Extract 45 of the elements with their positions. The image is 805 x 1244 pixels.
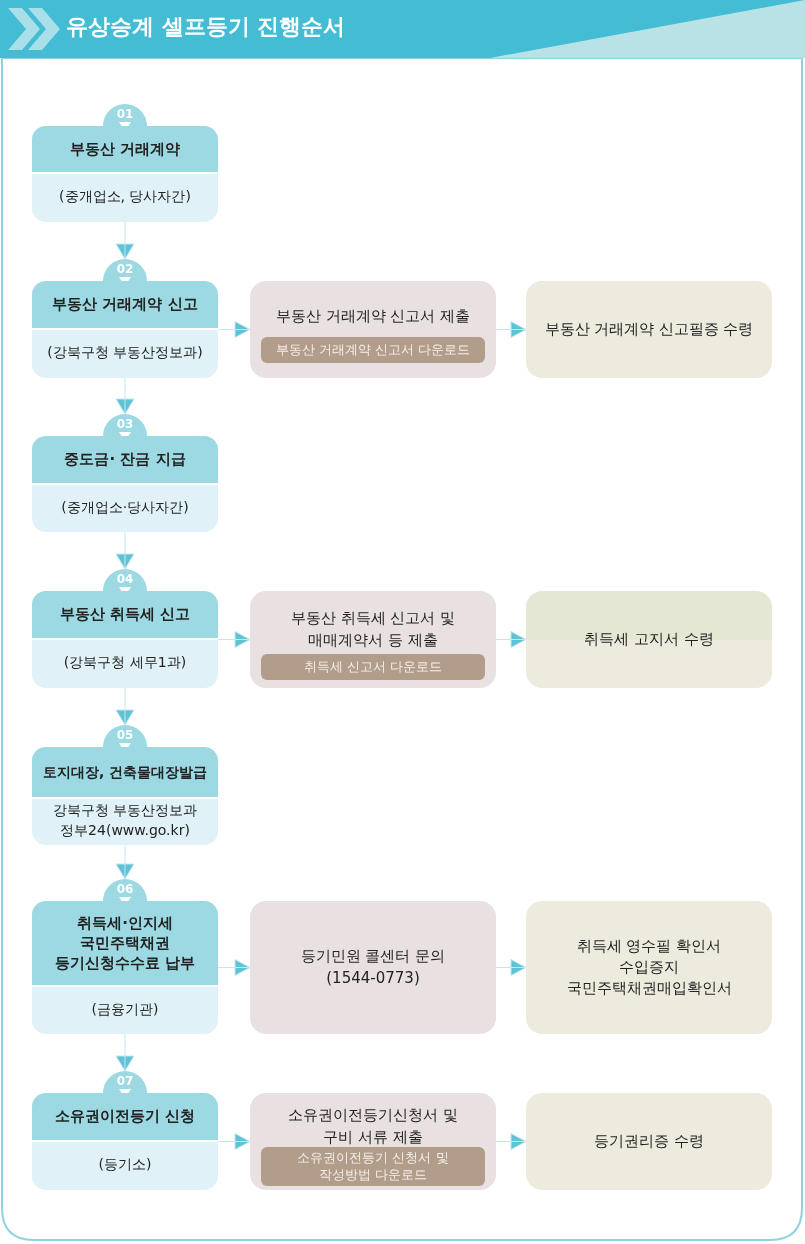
download-button: 취득세 신고서 다운로드 xyxy=(261,654,485,680)
step-title: 부동산 취득세 신고 xyxy=(59,604,191,625)
result-box: 부동산 거래계약 신고필증 수령 xyxy=(526,281,772,378)
arrow xyxy=(495,631,527,648)
step-note: (중개업소, 당사자간) xyxy=(59,187,191,207)
step-title: 부동산 거래계약 xyxy=(69,138,181,160)
step-text: 부동산 취득세 신고서 및 매매계약서 등 제출 xyxy=(289,608,457,651)
arrow xyxy=(495,959,527,976)
step-title: 토지대장, 건축물대장발급 xyxy=(42,762,208,782)
step-note: 강북구청 부동산정보과 xyxy=(52,801,198,821)
arrow xyxy=(217,959,251,976)
arrow xyxy=(115,221,135,260)
step-text: 등기민원 콜센터 문의 (1544-0773) xyxy=(299,945,447,989)
step-note: 정부24(www.go.kr) xyxy=(60,821,190,840)
step-title: 부동산 거래계약 신고 xyxy=(52,294,198,315)
arrow xyxy=(115,1033,135,1072)
result-box: 등기권리증 수령 xyxy=(526,1093,772,1190)
result-box: 취득세 영수필 확인서 수입증지 국민주택채권매입확인서 xyxy=(526,901,772,1034)
submission-box xyxy=(250,901,496,1034)
download-button: 부동산 거래계약 신고서 다운로드 xyxy=(261,337,485,363)
arrow xyxy=(217,321,251,338)
step-title: 취득세·인지세 국민주택채권 등기신청수수료 납부 xyxy=(53,912,197,974)
step-note: (중개업소·당사자간) xyxy=(61,497,189,517)
step-note: (등기소) xyxy=(98,1155,152,1175)
step-text: 부동산 거래계약 신고서 제출 xyxy=(275,306,471,328)
step-title: 중도금· 잔금 지급 xyxy=(64,449,186,470)
submission-box xyxy=(250,1093,496,1190)
arrow xyxy=(217,1133,251,1150)
arrow xyxy=(217,631,251,648)
step-note: (강북구청 부동산정보과) xyxy=(47,343,203,363)
submission-box xyxy=(250,591,496,688)
arrow xyxy=(115,687,135,726)
arrow xyxy=(495,1133,527,1150)
step-title: 소유권이전등기 신청 xyxy=(54,1106,196,1127)
arrow xyxy=(115,844,135,880)
result-box: 취득세 고지서 수령 xyxy=(526,591,772,688)
step-text: 소유권이전등기신청서 및 구비 서류 제출 xyxy=(287,1105,459,1148)
step-note: (강북구청 세무1과) xyxy=(63,653,187,673)
step-note: (금융기관) xyxy=(91,999,159,1019)
arrow xyxy=(495,321,527,338)
download-button: 소유권이전등기 신청서 및 작성방법 다운로드 xyxy=(261,1147,485,1186)
title: 유상승계 셀프등기 진행순서 xyxy=(66,13,346,41)
arrow xyxy=(115,377,135,415)
arrow xyxy=(115,531,135,570)
submission-box xyxy=(250,281,496,378)
